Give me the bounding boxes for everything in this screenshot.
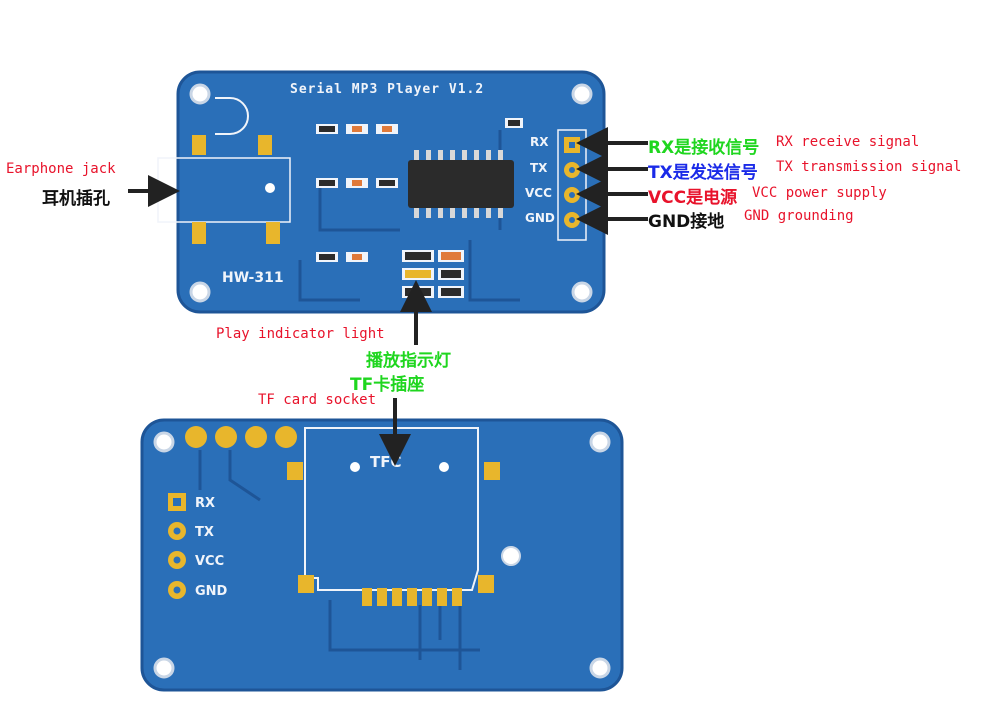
- front-pin-vcc: VCC: [525, 186, 552, 200]
- front-board-title: Serial MP3 Player V1.2: [290, 82, 484, 97]
- play-indicator-label-en: Play indicator light: [216, 326, 385, 342]
- callout-arrows: [128, 127, 648, 466]
- front-pin-rx: RX: [530, 135, 549, 149]
- tx-label-en: TX transmission signal: [776, 159, 962, 175]
- rx-label-cn: RX是接收信号: [648, 138, 760, 158]
- tf-socket-label-cn: TF卡插座: [350, 375, 425, 395]
- front-board-model: HW-311: [222, 270, 284, 286]
- back-pin-rx: RX: [195, 496, 215, 511]
- back-board: TFC RX TX VCC GND: [140, 418, 624, 692]
- play-indicator-label-cn: 播放指示灯: [366, 351, 451, 371]
- rx-label-en: RX receive signal: [776, 134, 920, 150]
- back-pin-gnd: GND: [195, 584, 228, 599]
- front-board: Serial MP3 Player V1.2: [157, 70, 606, 314]
- back-pin-vcc: VCC: [195, 554, 224, 569]
- earphone-jack-label-cn: 耳机插孔: [42, 189, 110, 209]
- tx-label-cn: TX是发送信号: [648, 163, 758, 183]
- play-indicator-led: [402, 250, 464, 298]
- gnd-label-en: GND grounding: [744, 208, 854, 224]
- front-pin-gnd: GND: [525, 211, 555, 225]
- vcc-label-cn: VCC是电源: [648, 188, 738, 208]
- tf-card-socket: [287, 427, 521, 606]
- back-pin-header: [168, 493, 186, 599]
- back-pin-tx: TX: [195, 525, 214, 540]
- vcc-label-en: VCC power supply: [752, 185, 887, 201]
- tf-socket-label-en: TF card socket: [258, 392, 377, 408]
- mp3-chip: [408, 150, 514, 218]
- front-pin-tx: TX: [530, 161, 548, 175]
- earphone-jack-label-en: Earphone jack: [6, 161, 116, 177]
- gnd-label-cn: GND接地: [648, 212, 725, 232]
